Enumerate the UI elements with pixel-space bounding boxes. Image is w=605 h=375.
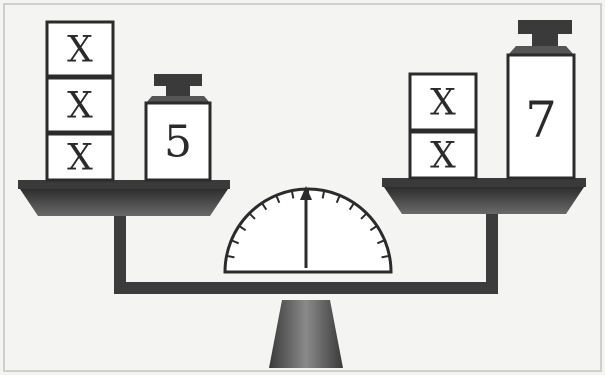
right-pan — [382, 178, 586, 214]
svg-text:X: X — [430, 136, 456, 177]
right-x-box-stack: X X — [410, 74, 476, 178]
weight-knob — [518, 20, 572, 46]
beam-inner — [126, 274, 486, 282]
weight-5: 5 — [146, 74, 210, 180]
weight-knob — [154, 74, 202, 96]
svg-text:X: X — [67, 138, 93, 179]
left-x-box-stack: X X X — [47, 22, 113, 180]
left-pan — [18, 180, 230, 216]
svg-text:5: 5 — [164, 117, 192, 168]
weight-7: 7 — [508, 20, 574, 178]
svg-text:X: X — [67, 30, 93, 71]
pedestal — [269, 300, 343, 368]
svg-text:X: X — [430, 83, 456, 124]
scale-dial-icon — [225, 186, 391, 272]
x-box: X — [47, 22, 113, 76]
x-box: X — [47, 78, 113, 132]
x-box: X — [47, 134, 113, 180]
x-box: X — [410, 132, 476, 178]
svg-text:7: 7 — [525, 91, 557, 149]
svg-text:X: X — [67, 86, 93, 127]
x-box: X — [410, 74, 476, 130]
